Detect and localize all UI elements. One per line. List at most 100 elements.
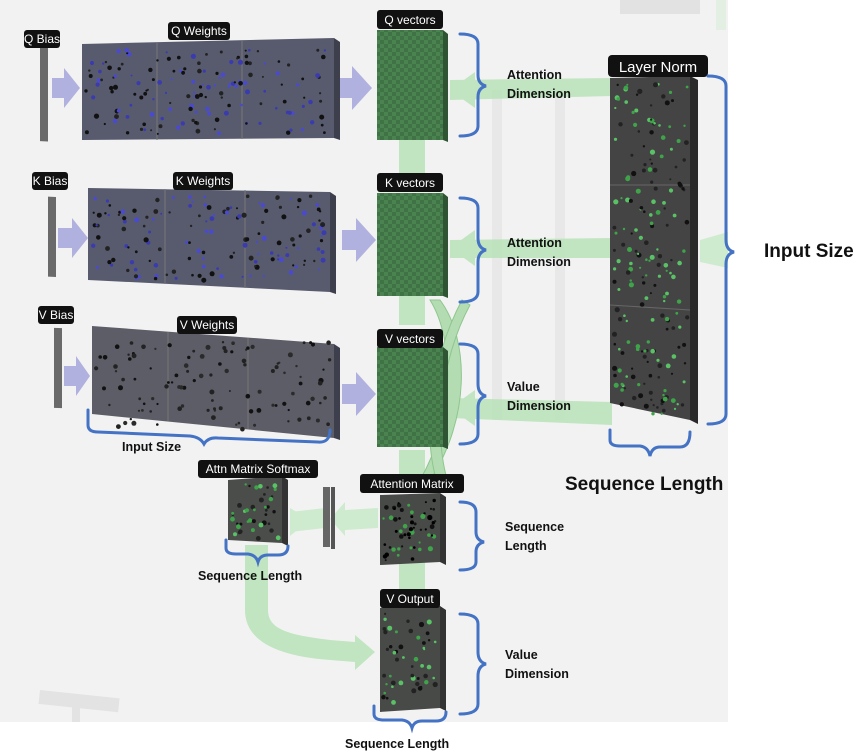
matrix-cell-dot	[187, 355, 191, 360]
matrix-cell-dot	[238, 529, 243, 534]
matrix-cell-dot	[84, 130, 89, 135]
v-dim-label-2: Dimension	[507, 399, 571, 413]
matrix-cell-dot	[644, 240, 649, 245]
matrix-cell-dot	[645, 258, 648, 262]
matrix-cell-dot	[408, 536, 411, 540]
input-size-label-small: Input Size	[122, 440, 181, 454]
matrix-cell-dot	[653, 82, 658, 88]
matrix-cell-dot	[257, 252, 260, 256]
matrix-cell-dot	[237, 421, 241, 425]
matrix-cell-dot	[402, 656, 405, 659]
matrix-cell-dot	[408, 527, 414, 532]
attention-matrix-block: Attention Matrix	[360, 474, 464, 565]
matrix-cell-dot	[253, 423, 257, 427]
matrix-cell-dot	[120, 209, 126, 214]
matrix-cell-dot	[95, 82, 100, 87]
k-vectors-tag: K vectors	[377, 173, 443, 192]
matrix-cell-dot	[214, 117, 220, 123]
matrix-cell-dot	[403, 533, 407, 537]
matrix-cell-dot	[303, 96, 306, 99]
matrix-cell-dot	[412, 526, 415, 529]
matrix-cell-dot	[649, 213, 653, 217]
matrix-cell-dot	[413, 522, 417, 526]
matrix-cell-dot	[217, 131, 221, 136]
matrix-cell-dot	[657, 376, 661, 379]
matrix-cell-dot	[257, 389, 262, 394]
matrix-cell-dot	[306, 416, 311, 421]
matrix-cell-dot	[193, 91, 196, 94]
matrix-cell-dot	[656, 248, 659, 251]
matrix-cell-dot	[420, 513, 426, 520]
matrix-cell-dot	[234, 84, 238, 88]
matrix-cell-dot	[149, 410, 152, 413]
matrix-cell-dot	[662, 393, 665, 397]
matrix-cell-dot	[643, 349, 647, 353]
matrix-cell-dot	[320, 234, 323, 237]
matrix-cell-dot	[170, 78, 173, 81]
k-bias-label: K Bias	[33, 174, 68, 188]
matrix-cell-dot	[289, 128, 293, 132]
matrix-cell-dot	[244, 483, 247, 486]
matrix-cell-dot	[287, 420, 290, 423]
matrix-cell-dot	[263, 62, 266, 65]
matrix-cell-dot	[616, 97, 621, 101]
matrix-cell-dot	[397, 502, 400, 505]
matrix-cell-dot	[656, 262, 661, 267]
matrix-cell-dot	[203, 195, 207, 199]
matrix-cell-dot	[613, 373, 617, 378]
matrix-cell-dot	[320, 257, 326, 263]
matrix-cell-dot	[253, 260, 258, 264]
matrix-cell-dot	[215, 71, 219, 75]
matrix-cell-dot	[282, 99, 287, 104]
matrix-cell-dot	[245, 122, 248, 125]
matrix-cell-dot	[256, 408, 262, 413]
matrix-cell-dot	[188, 241, 191, 245]
sequence-length-label-large: Sequence Length	[565, 474, 723, 495]
matrix-cell-dot	[684, 140, 689, 146]
matrix-cell-dot	[149, 112, 155, 117]
matrix-cell-dot	[391, 547, 396, 552]
matrix-cell-dot	[192, 379, 196, 383]
matrix-cell-dot	[625, 197, 631, 203]
matrix-cell-dot	[308, 99, 313, 105]
matrix-cell-dot	[643, 163, 647, 167]
matrix-cell-dot	[169, 101, 172, 105]
matrix-cell-dot	[226, 206, 230, 211]
matrix-cell-dot	[207, 111, 212, 116]
matrix-cell-dot	[127, 353, 130, 356]
matrix-cell-dot	[149, 367, 152, 370]
matrix-cell-dot	[620, 351, 625, 355]
v-output-block: V Output	[380, 589, 446, 712]
matrix-cell-dot	[230, 516, 235, 522]
matrix-cell-dot	[190, 53, 196, 59]
matrix-cell-dot	[646, 340, 650, 344]
q-vectors-label: Q vectors	[384, 13, 435, 27]
matrix-cell-dot	[179, 69, 183, 73]
matrix-cell-dot	[383, 630, 388, 635]
matrix-cell-dot	[651, 199, 656, 204]
input-arrows	[52, 66, 376, 416]
matrix-cell-dot	[150, 129, 153, 132]
matrix-cell-dot	[219, 274, 224, 279]
matrix-cell-dot	[180, 121, 185, 126]
matrix-cell-dot	[642, 145, 646, 148]
matrix-cell-dot	[641, 276, 644, 279]
matrix-cell-dot	[614, 106, 617, 110]
matrix-cell-dot	[637, 88, 643, 94]
matrix-cell-dot	[621, 242, 626, 247]
matrix-cell-dot	[383, 691, 387, 695]
matrix-cell-dot	[319, 92, 322, 95]
matrix-cell-dot	[311, 342, 315, 347]
input-size-label-large: Input Size	[764, 241, 854, 262]
matrix-cell-dot	[116, 424, 121, 429]
matrix-cell-dot	[228, 390, 231, 392]
matrix-cell-dot	[201, 277, 207, 283]
matrix-cell-dot	[662, 295, 667, 299]
matrix-cell-dot	[410, 665, 414, 668]
matrix-cell-dot	[220, 96, 223, 99]
matrix-cell-dot	[205, 106, 210, 112]
attn-seq-label-1: Sequence	[505, 520, 564, 534]
matrix-cell-dot	[154, 347, 157, 350]
matrix-cell-dot	[201, 250, 206, 255]
matrix-cell-dot	[218, 362, 222, 366]
